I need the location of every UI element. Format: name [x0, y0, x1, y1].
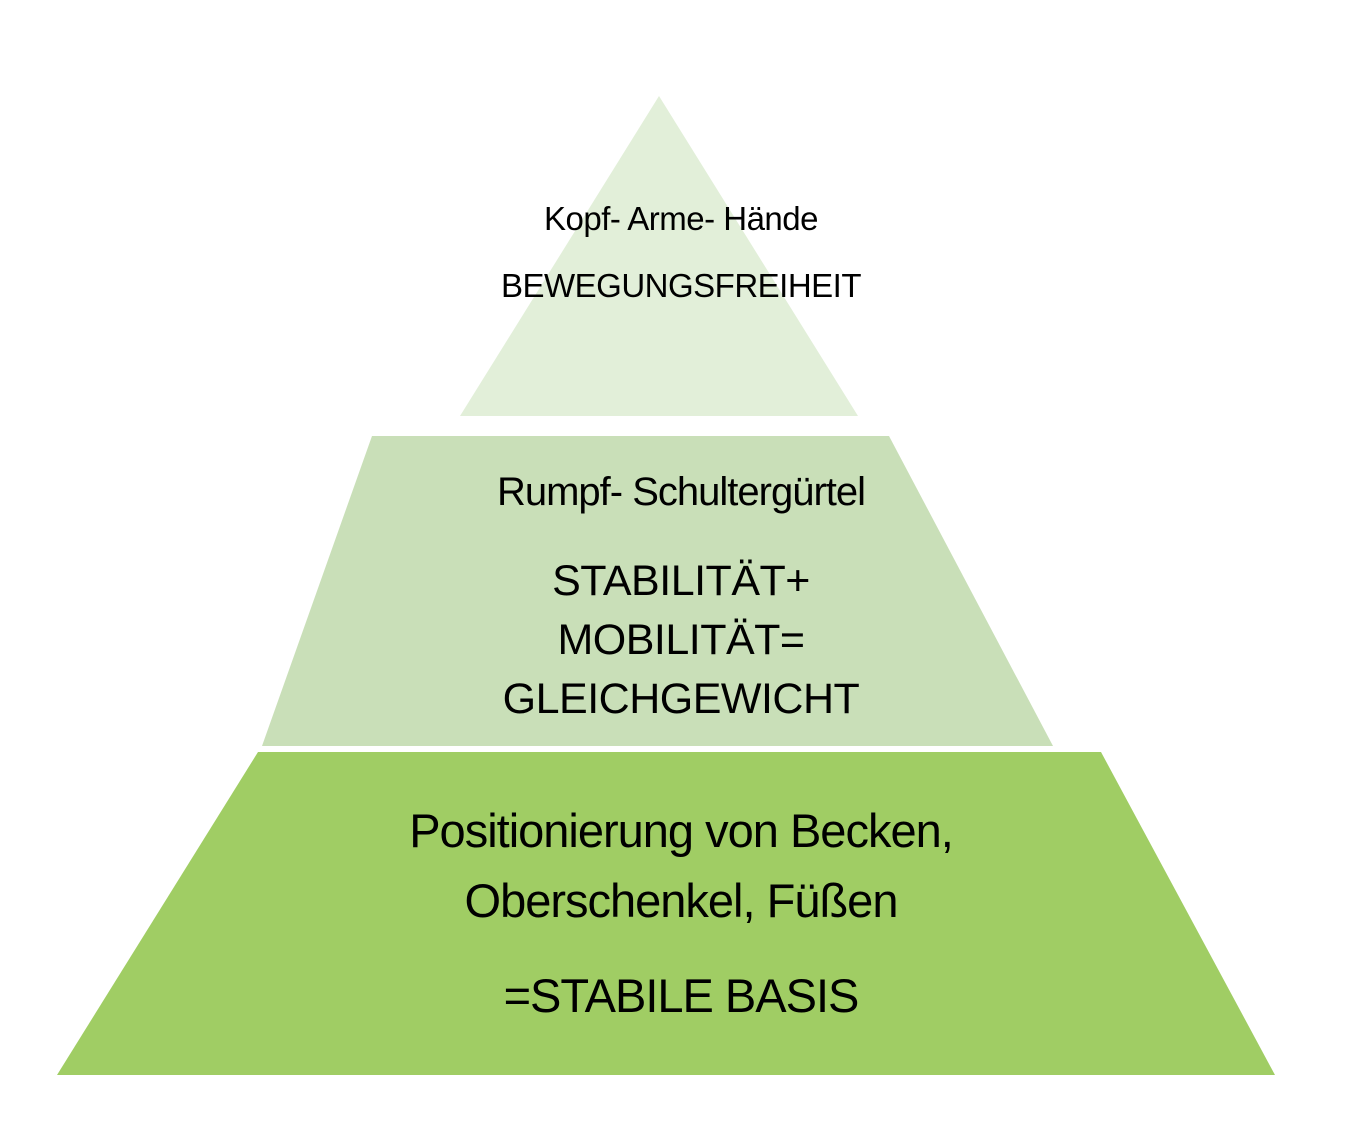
middle-layer-line-3: GLEICHGEWICHT	[502, 675, 860, 723]
middle-layer-line-1: STABILITÄT+	[552, 557, 810, 605]
bottom-layer-subtitle: =STABILE BASIS	[503, 969, 860, 1022]
pyramid-layer-top	[460, 96, 858, 416]
pyramid-layer-bottom	[57, 752, 1275, 1075]
top-layer-title: Kopf- Arme- Hände	[544, 200, 818, 237]
bottom-layer-line-1: Positionierung von Becken,	[409, 804, 954, 857]
top-layer-subtitle: BEWEGUNGSFREIHEIT	[500, 267, 862, 304]
middle-layer-title: Rumpf- Schultergürtel	[496, 470, 866, 514]
middle-layer-line-2: MOBILITÄT=	[557, 616, 805, 664]
pyramid-layer-middle	[262, 436, 1053, 746]
bottom-layer-line-2: Oberschenkel, Füßen	[464, 874, 899, 927]
